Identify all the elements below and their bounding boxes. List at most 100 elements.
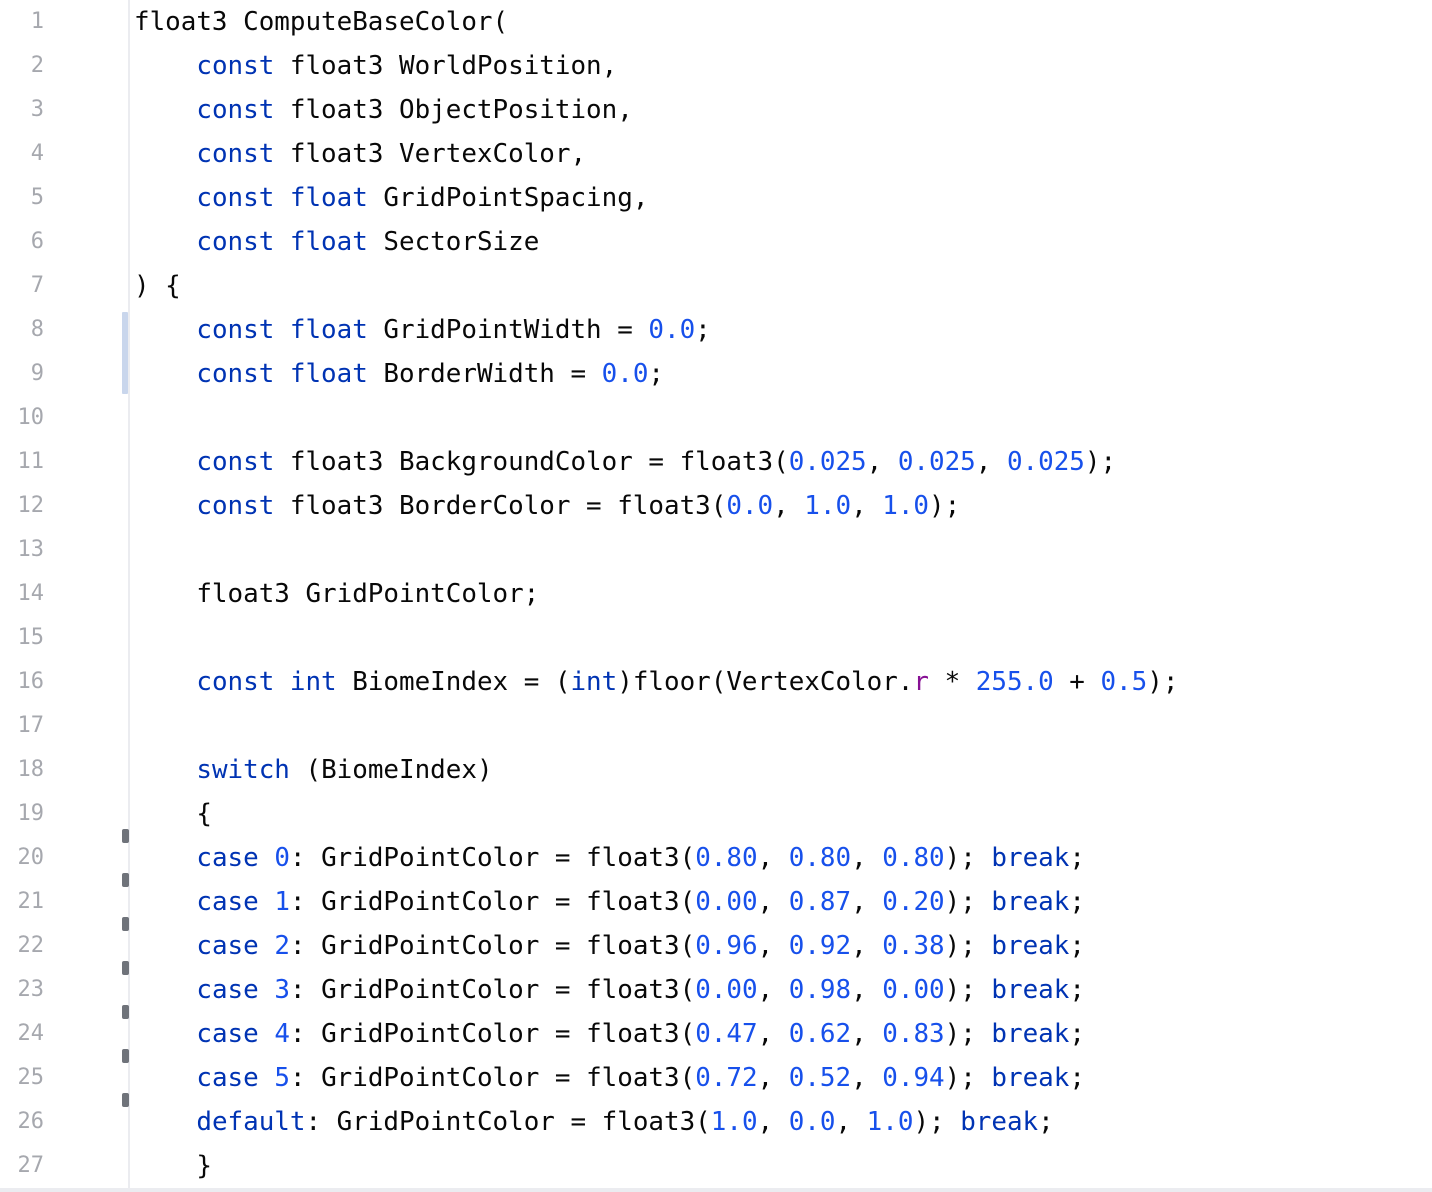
line-number[interactable]: 24 xyxy=(17,1021,45,1046)
code-token: , xyxy=(851,1019,883,1049)
gutter-divider xyxy=(128,0,130,1188)
code-line[interactable]: ) { xyxy=(134,264,181,308)
code-token: 2 xyxy=(274,931,290,961)
line-number[interactable]: 18 xyxy=(17,757,45,782)
code-token xyxy=(134,755,196,785)
code-line[interactable]: float3 ComputeBaseColor( xyxy=(134,0,508,44)
code-line[interactable]: const float3 BorderColor = float3(0.0, 1… xyxy=(134,484,960,528)
code-token xyxy=(134,1107,196,1137)
code-token: , xyxy=(757,1063,789,1093)
line-number[interactable]: 15 xyxy=(17,625,45,650)
code-token xyxy=(134,359,196,389)
code-token: ); xyxy=(944,931,992,961)
code-line[interactable]: float3 GridPointColor; xyxy=(134,572,539,616)
gutter-marker-icon[interactable] xyxy=(122,1049,129,1063)
code-line[interactable]: { xyxy=(134,792,212,836)
code-token: ; xyxy=(1069,887,1085,917)
code-line[interactable]: const float3 WorldPosition, xyxy=(134,44,617,88)
code-line[interactable]: const float SectorSize xyxy=(134,220,539,264)
code-token: )floor(VertexColor. xyxy=(617,667,914,697)
code-token: 0.00 xyxy=(695,887,758,917)
gutter-marker-icon[interactable] xyxy=(122,961,129,975)
code-line[interactable]: const float3 VertexColor, xyxy=(134,132,586,176)
line-number[interactable]: 21 xyxy=(17,889,45,914)
code-line[interactable]: const float BorderWidth = 0.0; xyxy=(134,352,664,396)
code-token xyxy=(259,931,275,961)
code-token: 255.0 xyxy=(975,667,1054,697)
code-line[interactable]: const float3 BackgroundColor = float3(0.… xyxy=(134,440,1116,484)
line-number[interactable]: 26 xyxy=(17,1109,45,1134)
code-token: , xyxy=(851,975,883,1005)
line-number-gutter[interactable] xyxy=(0,0,128,1188)
gutter-marker-icon[interactable] xyxy=(122,1093,129,1107)
code-token: 0.92 xyxy=(788,931,852,961)
line-number[interactable]: 25 xyxy=(17,1065,45,1090)
line-number[interactable]: 17 xyxy=(17,713,45,738)
code-line[interactable]: case 0: GridPointColor = float3(0.80, 0.… xyxy=(134,836,1085,880)
code-token: int xyxy=(570,667,618,697)
code-token: 0.0 xyxy=(601,359,649,389)
code-token: , xyxy=(851,843,883,873)
line-number[interactable]: 23 xyxy=(17,977,45,1002)
code-line[interactable]: const float GridPointSpacing, xyxy=(134,176,648,220)
line-number[interactable]: 14 xyxy=(17,581,45,606)
code-token xyxy=(134,1063,196,1093)
code-token: , xyxy=(757,1107,789,1137)
code-token: ) { xyxy=(134,271,181,301)
line-number[interactable]: 5 xyxy=(30,185,44,210)
code-line[interactable]: switch (BiomeIndex) xyxy=(134,748,492,792)
line-number[interactable]: 2 xyxy=(30,53,44,78)
gutter-marker-icon[interactable] xyxy=(122,873,129,887)
code-line[interactable]: default: GridPointColor = float3(1.0, 0.… xyxy=(134,1100,1053,1144)
modified-lines-marker[interactable] xyxy=(122,312,128,394)
code-token: + xyxy=(1053,667,1101,697)
gutter-marker-icon[interactable] xyxy=(122,917,129,931)
line-number[interactable]: 6 xyxy=(30,229,44,254)
code-token: 0.98 xyxy=(788,975,852,1005)
code-token: SectorSize xyxy=(367,227,540,257)
code-line[interactable]: case 3: GridPointColor = float3(0.00, 0.… xyxy=(134,968,1085,1012)
code-line[interactable]: case 5: GridPointColor = float3(0.72, 0.… xyxy=(134,1056,1085,1100)
code-token: , xyxy=(851,1063,883,1093)
line-number[interactable]: 1 xyxy=(30,9,44,34)
code-token: , xyxy=(866,447,898,477)
code-token: BiomeIndex = ( xyxy=(336,667,571,697)
line-number[interactable]: 12 xyxy=(17,493,45,518)
code-line[interactable]: const float GridPointWidth = 0.0; xyxy=(134,308,710,352)
line-number[interactable]: 20 xyxy=(17,845,45,870)
code-line[interactable]: const int BiomeIndex = (int)floor(Vertex… xyxy=(134,660,1178,704)
code-line[interactable]: case 4: GridPointColor = float3(0.47, 0.… xyxy=(134,1012,1085,1056)
code-line[interactable]: case 1: GridPointColor = float3(0.00, 0.… xyxy=(134,880,1085,924)
gutter-marker-icon[interactable] xyxy=(122,829,129,843)
line-number[interactable]: 27 xyxy=(17,1153,45,1178)
code-token: , xyxy=(975,447,1007,477)
line-number[interactable]: 10 xyxy=(17,405,45,430)
gutter-marker-icon[interactable] xyxy=(122,1005,129,1019)
line-number[interactable]: 3 xyxy=(30,97,44,122)
code-token: 0.025 xyxy=(788,447,867,477)
line-number[interactable]: 9 xyxy=(30,361,44,386)
code-token: 0 xyxy=(274,843,290,873)
code-token: float3 ObjectPosition, xyxy=(274,95,633,125)
code-token: ); xyxy=(944,1063,992,1093)
code-line[interactable]: } xyxy=(134,1144,212,1188)
code-token: ; xyxy=(648,359,664,389)
line-number[interactable]: 4 xyxy=(30,141,44,166)
line-number[interactable]: 13 xyxy=(17,537,45,562)
code-line[interactable]: case 2: GridPointColor = float3(0.96, 0.… xyxy=(134,924,1085,968)
code-line[interactable]: const float3 ObjectPosition, xyxy=(134,88,633,132)
code-token: 0.80 xyxy=(882,843,945,873)
line-number[interactable]: 16 xyxy=(17,669,45,694)
code-token xyxy=(134,975,196,1005)
code-token xyxy=(134,1019,196,1049)
line-number[interactable]: 19 xyxy=(17,801,45,826)
line-number[interactable]: 11 xyxy=(17,449,45,474)
code-token: float3 VertexColor, xyxy=(274,139,587,169)
line-number[interactable]: 22 xyxy=(17,933,45,958)
code-token xyxy=(134,227,196,257)
code-token xyxy=(134,139,196,169)
line-number[interactable]: 8 xyxy=(30,317,44,342)
line-number[interactable]: 7 xyxy=(30,273,44,298)
code-token: case xyxy=(196,975,259,1005)
